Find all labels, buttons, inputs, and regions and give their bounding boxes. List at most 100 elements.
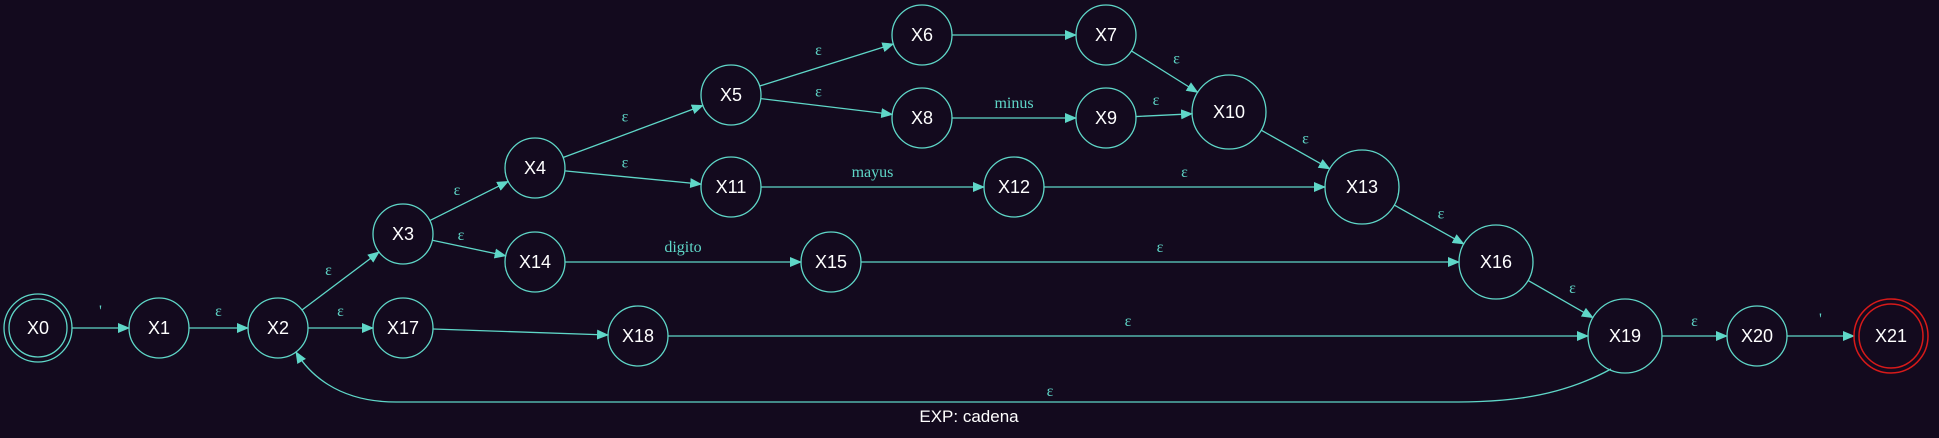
- state-label: X8: [911, 108, 933, 128]
- state-node-x3: X3: [372, 203, 434, 265]
- edge-x9-to-x10: [1135, 109, 1194, 120]
- state-node-x16: X16: [1458, 224, 1534, 300]
- state-circle: [891, 87, 953, 149]
- state-label: X18: [622, 326, 654, 346]
- state-node-x12: X12: [983, 156, 1045, 218]
- edge-x19-to-x2: [295, 351, 1612, 403]
- state-circle: [1587, 298, 1663, 374]
- state-label: X13: [1346, 177, 1378, 197]
- state-node-x17: X17: [372, 297, 434, 359]
- state-label: X9: [1095, 108, 1117, 128]
- edge-label-x19-to-x2: ε: [1047, 383, 1054, 400]
- state-label: X16: [1480, 252, 1512, 272]
- edge-x17-to-x18: [432, 328, 610, 340]
- edge-label-x18-to-x19: ε: [1125, 313, 1132, 330]
- state-label: X15: [815, 252, 847, 272]
- edge-x10-to-x13: [1260, 129, 1331, 170]
- state-circle: [1075, 87, 1137, 149]
- state-node-x2: X2: [247, 297, 309, 359]
- edge-x7-to-x10: [1131, 50, 1199, 93]
- state-label: X12: [998, 177, 1030, 197]
- state-node-x7: X7: [1075, 4, 1137, 66]
- edge-x16-to-x19: [1527, 279, 1594, 319]
- state-label: X11: [716, 177, 747, 197]
- state-label: X3: [392, 224, 414, 244]
- state-circle: [1726, 305, 1788, 367]
- edge-label-x2-to-x3: ε: [325, 262, 332, 279]
- edge-label-x11-to-x12: mayus: [852, 164, 894, 181]
- state-circle: [1458, 224, 1534, 300]
- state-label: X14: [519, 252, 551, 272]
- edge-label-x1-to-x2: ε: [215, 303, 222, 320]
- edge-label-x16-to-x19: ε: [1569, 280, 1576, 297]
- state-circle: [372, 203, 434, 265]
- edge-label-x7-to-x10: ε: [1173, 51, 1180, 68]
- state-inner-ring: [8, 298, 68, 358]
- state-circle: [372, 297, 434, 359]
- state-node-x11: X11: [700, 156, 762, 218]
- edge-x5-to-x6: [759, 42, 895, 87]
- state-circle: [247, 297, 309, 359]
- state-node-x20: X20: [1726, 305, 1788, 367]
- state-label: X7: [1095, 25, 1117, 45]
- edge-label-x14-to-x15: digito: [664, 239, 701, 256]
- state-circle: [800, 231, 862, 293]
- state-circle: [1324, 149, 1400, 225]
- edge-label-x13-to-x16: ε: [1438, 206, 1445, 223]
- edge-x4-to-x11: [564, 170, 703, 189]
- state-node-x5: X5: [700, 64, 762, 126]
- diagram-caption: EXP: cadena: [919, 407, 1019, 426]
- edge-label-x12-to-x13: ε: [1181, 164, 1188, 181]
- state-node-x6: X6: [891, 4, 953, 66]
- state-label: X5: [720, 85, 742, 105]
- state-node-x21: X21: [1853, 298, 1929, 374]
- edge-label-x2-to-x17: ε: [337, 303, 344, 320]
- state-circle: [983, 156, 1045, 218]
- state-node-x0: X0: [3, 293, 73, 363]
- state-node-x15: X15: [800, 231, 862, 293]
- edge-label-x20-to-x21: ': [1819, 311, 1822, 328]
- state-label: X17: [387, 318, 419, 338]
- state-node-x10: X10: [1191, 74, 1267, 150]
- state-circle: [1191, 74, 1267, 150]
- state-node-x18: X18: [607, 305, 669, 367]
- state-label: X20: [1741, 326, 1773, 346]
- edge-label-x5-to-x8: ε: [815, 84, 822, 101]
- edge-x5-to-x8: [760, 97, 894, 119]
- state-node-x9: X9: [1075, 87, 1137, 149]
- edge-x13-to-x16: [1393, 204, 1465, 245]
- state-circle: [128, 297, 190, 359]
- edge-label-x15-to-x16: ε: [1157, 239, 1164, 256]
- state-label: X6: [911, 25, 933, 45]
- state-node-x13: X13: [1324, 149, 1400, 225]
- edge-label-x9-to-x10: ε: [1153, 92, 1160, 109]
- state-label: X10: [1213, 102, 1245, 122]
- state-label: X0: [27, 318, 49, 338]
- state-label: X21: [1875, 326, 1907, 346]
- edge-x3-to-x4: [429, 180, 510, 222]
- edge-label-x19-to-x20: ε: [1691, 313, 1698, 330]
- edge-label-x3-to-x4: ε: [454, 182, 461, 199]
- edge-label-x4-to-x5: ε: [622, 109, 629, 126]
- state-circle: [700, 64, 762, 126]
- state-label: X2: [267, 318, 289, 338]
- edges-layer: [72, 30, 1855, 403]
- edge-x4-to-x5: [562, 104, 704, 159]
- edge-x3-to-x14: [432, 239, 507, 259]
- state-label: X4: [524, 158, 546, 178]
- state-circle: [700, 156, 762, 218]
- edge-label-x0-to-x1: ': [99, 303, 102, 320]
- edge-x2-to-x3: [301, 251, 380, 311]
- edge-label-x4-to-x11: ε: [622, 155, 629, 172]
- edge-label-x5-to-x6: ε: [815, 42, 822, 59]
- state-node-x4: X4: [504, 137, 566, 199]
- state-circle: [607, 305, 669, 367]
- state-circle: [504, 137, 566, 199]
- state-node-x19: X19: [1587, 298, 1663, 374]
- accept-inner-ring: [1858, 303, 1924, 369]
- edge-label-x8-to-x9: minus: [994, 95, 1033, 112]
